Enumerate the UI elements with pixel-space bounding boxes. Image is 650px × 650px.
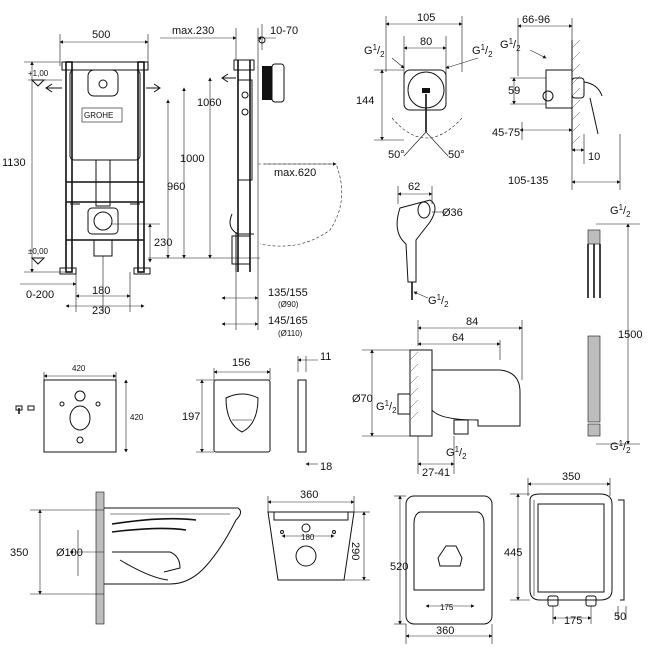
hose-thread-top: G1/2 (610, 203, 631, 219)
bowl-plan-view: 520 175 360 (390, 495, 493, 644)
concealed-mixer-side-view: 66-96 G1/2 59 45-75 10 105-135 (492, 14, 621, 190)
dim-11: 11 (320, 351, 331, 363)
installation-plate-square: 420 420 (15, 364, 144, 453)
wall-elbow-view: 84 64 Ø70 G1/2 G1/2 27-41 (352, 316, 523, 479)
dim-64: 64 (452, 332, 464, 344)
dim-plate-420-h: 420 (130, 413, 144, 422)
toilet-seat-view: 350 445 175 50 (504, 471, 627, 627)
dim-18: 18 (320, 461, 332, 473)
dim-80: 80 (420, 36, 432, 48)
shower-hose-view: G1/2 1500 G1/2 (587, 203, 642, 455)
dim-10: 10 (588, 151, 600, 163)
dim-seat-175: 175 (564, 615, 582, 627)
dim-144: 144 (356, 95, 374, 107)
elbow-thread-left: G1/2 (376, 399, 397, 415)
dim-1500: 1500 (618, 329, 642, 341)
dim-seat-50: 50 (614, 611, 626, 623)
dim-175-plan: 175 (440, 603, 454, 612)
dim-180: 180 (92, 285, 110, 297)
shower-thread-label: G1/2 (428, 293, 449, 309)
dim-290: 290 (349, 542, 361, 560)
dim-10-70: 10-70 (270, 25, 298, 37)
dim-45-75: 45-75 (492, 127, 520, 139)
dim-66-96: 66-96 (522, 14, 550, 26)
dim-230-bottom: 230 (92, 305, 110, 317)
dim-seat-350: 350 (562, 471, 580, 483)
dim-d100: Ø100 (56, 547, 83, 559)
angle-50-right: 50° (448, 149, 465, 161)
bowl-rear-view: 360 180 290 (267, 489, 370, 581)
side-thread-label: G1/2 (500, 37, 521, 53)
concealed-mixer-front-view: 105 80 G1/2 G1/2 144 50° 50° (356, 12, 493, 161)
dim-180-center: 180 (301, 533, 315, 542)
dim-135-155: 135/155 (268, 287, 308, 299)
dim-360-top: 360 (300, 489, 318, 501)
flush-plate-view: 156 197 11 18 (182, 351, 332, 473)
installation-frame-front-view: 500 1130 +1,00 ±0,00 GROHE (2, 29, 172, 317)
elbow-thread-bottom: G1/2 (446, 445, 467, 461)
dim-max-230: max.230 (172, 25, 214, 37)
dim-105-135: 105-135 (508, 175, 548, 187)
dim-84: 84 (466, 316, 478, 328)
thread-right-label: G1/2 (472, 43, 493, 59)
dim-230-right: 230 (154, 237, 172, 249)
installation-frame-side-view: max.230 10-70 max.620 1060 1000 960 (148, 24, 343, 338)
dim-d70: Ø70 (352, 393, 373, 405)
thread-left-label: G1/2 (364, 43, 385, 59)
dim-d110: (Ø110) (278, 329, 303, 338)
hand-shower-view: 62 Ø36 G1/2 (396, 181, 463, 309)
dim-height-1130: 1130 (2, 157, 26, 169)
dim-27-41: 27-41 (422, 467, 450, 479)
level-plus-100: +1,00 (28, 69, 49, 78)
dim-59: 59 (508, 85, 520, 97)
dim-plate-420-w: 420 (72, 364, 86, 373)
dim-width-500: 500 (92, 29, 110, 41)
dim-145-165: 145/165 (268, 315, 308, 327)
dim-197: 197 (182, 411, 200, 423)
dim-62: 62 (408, 181, 420, 193)
angle-50-left: 50° (388, 149, 405, 161)
dim-max-620: max.620 (274, 167, 316, 179)
dim-d36: Ø36 (442, 207, 463, 219)
dim-d90: (Ø90) (278, 300, 299, 309)
dim-360-plan: 360 (436, 625, 454, 637)
wall-hung-bowl-side-view: 350 Ø100 (10, 491, 242, 625)
hose-thread-bottom: G1/2 (610, 439, 631, 455)
brand-logo-text: GROHE (84, 111, 113, 120)
dim-156: 156 (232, 357, 250, 369)
dim-960: 960 (167, 181, 185, 193)
dim-350: 350 (10, 547, 28, 559)
dim-445: 445 (504, 547, 522, 559)
level-zero: ±0,00 (28, 247, 49, 256)
dim-1060: 1060 (197, 97, 221, 109)
dim-105: 105 (417, 12, 435, 24)
dim-0-200: 0-200 (26, 289, 54, 301)
dim-520: 520 (390, 561, 408, 573)
dim-1000: 1000 (180, 153, 204, 165)
